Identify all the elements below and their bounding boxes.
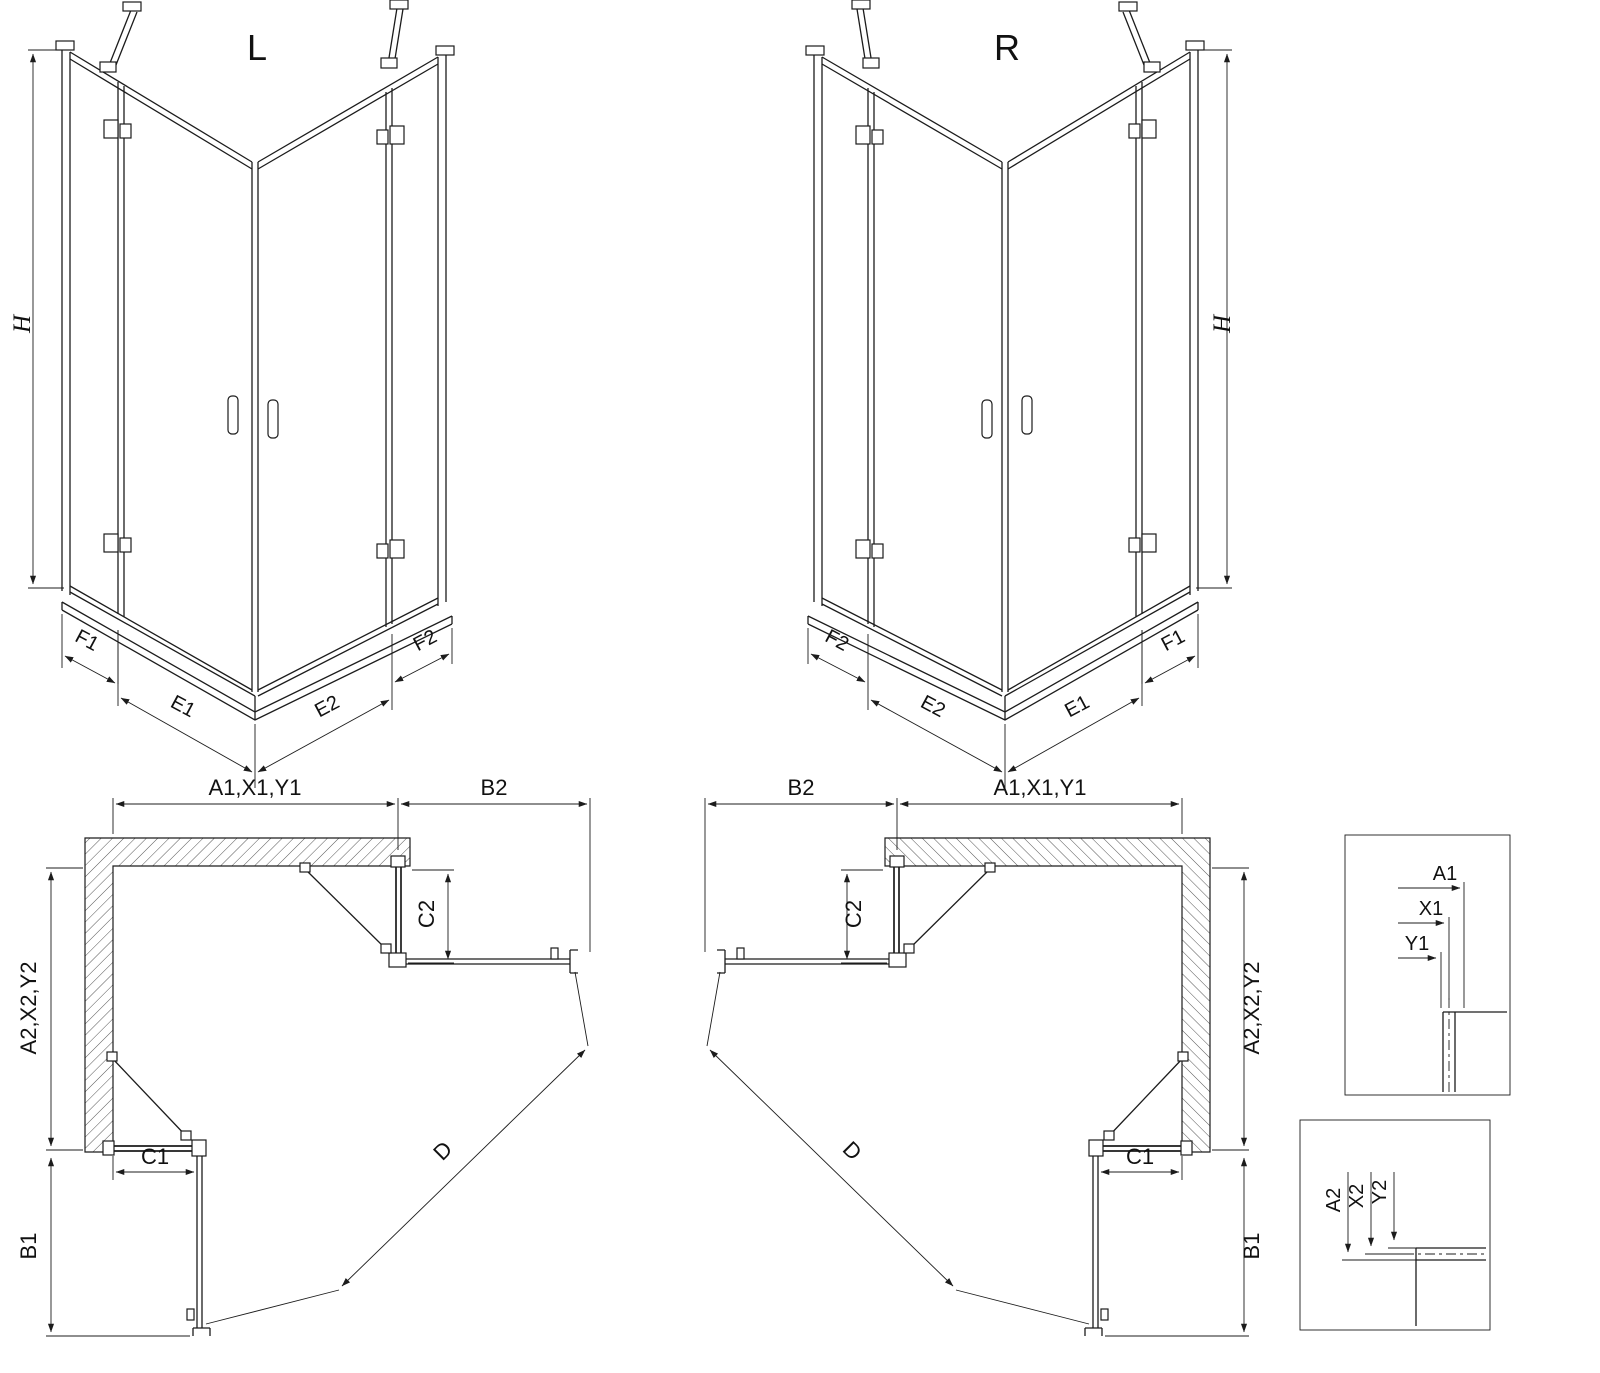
door-label: E2 (311, 691, 343, 722)
plan-view-right (705, 798, 1249, 1336)
door-swing-depth-label: B1 (1239, 1233, 1264, 1260)
fixed-panel-front-label: C1 (141, 1144, 169, 1169)
fixed-panel-label: F2 (821, 626, 852, 656)
depth-dimension-label: A2,X2,Y2 (1239, 962, 1264, 1055)
variant-label-right: R (994, 27, 1020, 68)
detail-label-a1: A1 (1433, 863, 1457, 885)
width-dimension-label: A1,X1,Y1 (994, 775, 1087, 800)
fixed-panel-side-label: C2 (841, 900, 866, 928)
detail-label-a2: A2 (1323, 1188, 1345, 1212)
detail-label-y1: Y1 (1405, 933, 1429, 955)
detail-leaders (1342, 1172, 1416, 1261)
depth-dimension-label: A2,X2,Y2 (16, 962, 41, 1055)
door-swing-width-label: B2 (481, 775, 508, 800)
detail-view-vertical (1299, 1119, 1491, 1331)
detail-label-y2: Y2 (1369, 1180, 1391, 1204)
door-swing-width-label: B2 (788, 775, 815, 800)
detail-label-x1: X1 (1419, 898, 1443, 920)
fixed-panel-side-label: C2 (414, 900, 439, 928)
labels-layer: L H F1 E1 E2 F2 R H F2 E2 E1 F1 A1,X1,Y1… (9, 27, 1457, 1259)
detail-label-x2: X2 (1346, 1184, 1368, 1208)
detail-leaders (1398, 882, 1465, 1008)
door-label: E1 (1061, 691, 1093, 722)
height-label-right: H (1209, 313, 1236, 334)
diagonal-dimension-label: D (838, 1136, 867, 1165)
height-label-left: H (9, 313, 36, 334)
width-dimension-label: A1,X1,Y1 (209, 775, 302, 800)
door-label: E2 (917, 691, 949, 722)
plan-view-left (46, 798, 590, 1336)
door-label: E1 (167, 691, 199, 722)
door-swing-depth-label: B1 (16, 1233, 41, 1260)
front-view-left (28, 0, 454, 788)
fixed-panel-front-label: C1 (1126, 1144, 1154, 1169)
detail-view-horizontal (1344, 834, 1511, 1096)
variant-label-left: L (247, 27, 267, 68)
diagonal-dimension-label: D (428, 1136, 457, 1165)
fixed-panel-label: F2 (410, 626, 441, 656)
front-view-right (806, 0, 1232, 788)
